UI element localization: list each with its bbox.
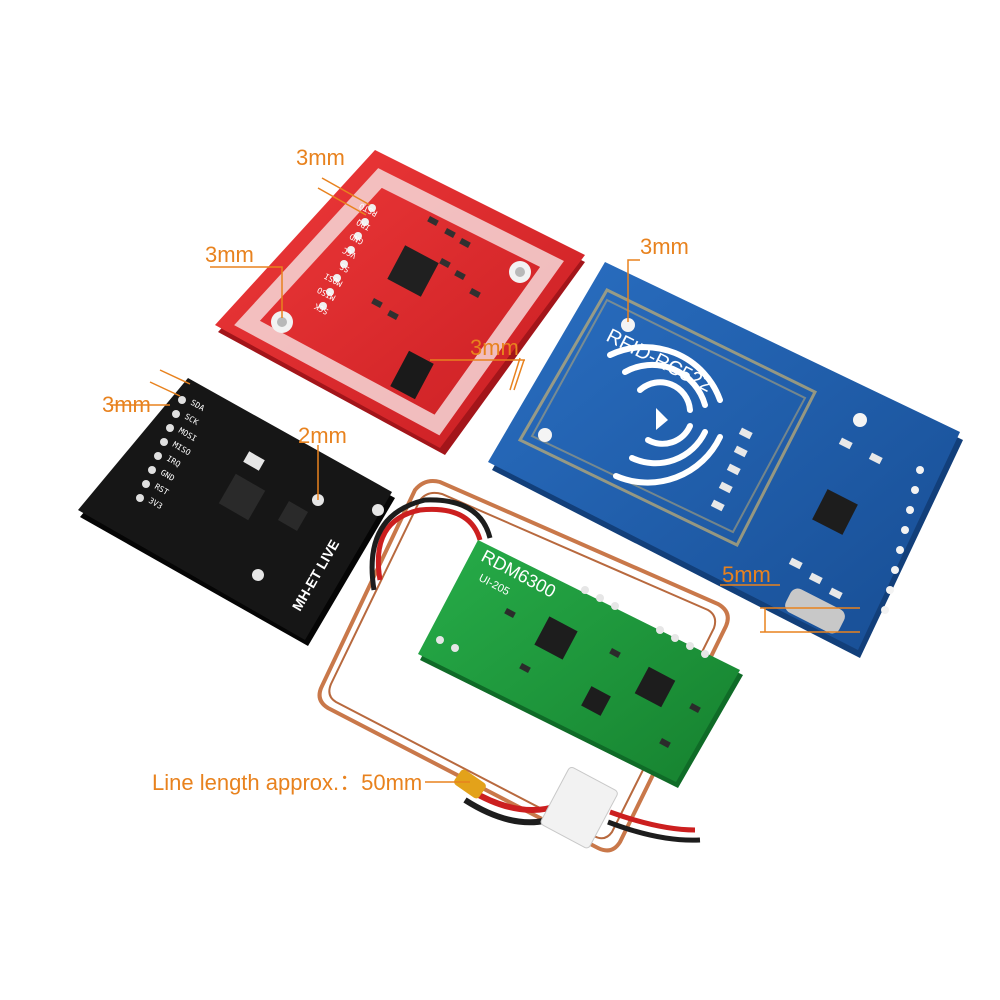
dim-label: 3mm	[102, 392, 151, 417]
dim-label: 3mm	[205, 242, 254, 267]
dim-label: 5mm	[722, 562, 771, 587]
antenna-coil	[517, 288, 818, 547]
mount-hole	[853, 413, 867, 427]
mount-hole	[252, 569, 264, 581]
blue-rfid-board: RFID-RC522	[488, 262, 963, 658]
pin-label: SS	[338, 262, 351, 275]
chip	[534, 616, 578, 660]
green-rfid-board: RDM6300 UI-205	[418, 540, 743, 788]
dim-label: 3mm	[296, 145, 345, 170]
mount-hole	[621, 318, 635, 332]
dim-label: 2mm	[298, 423, 347, 448]
mount-hole	[372, 504, 384, 516]
connector	[540, 766, 618, 849]
chip	[634, 666, 676, 708]
line-length-label: Line length approx.：50mm	[152, 770, 422, 795]
crystal	[785, 588, 845, 634]
dimension-annotations	[110, 177, 860, 783]
wires	[369, 497, 701, 849]
antenna-coil	[234, 168, 564, 436]
chip	[218, 473, 266, 521]
heat-shrink	[454, 769, 486, 799]
dim-label: 3mm	[470, 335, 519, 360]
rfid-waves	[607, 344, 723, 486]
dip-switch	[390, 350, 434, 400]
chip	[387, 245, 439, 297]
dim-label: 3mm	[640, 234, 689, 259]
mount-hole	[538, 428, 552, 442]
antenna-coil-loop	[317, 479, 730, 853]
chip	[812, 489, 858, 535]
